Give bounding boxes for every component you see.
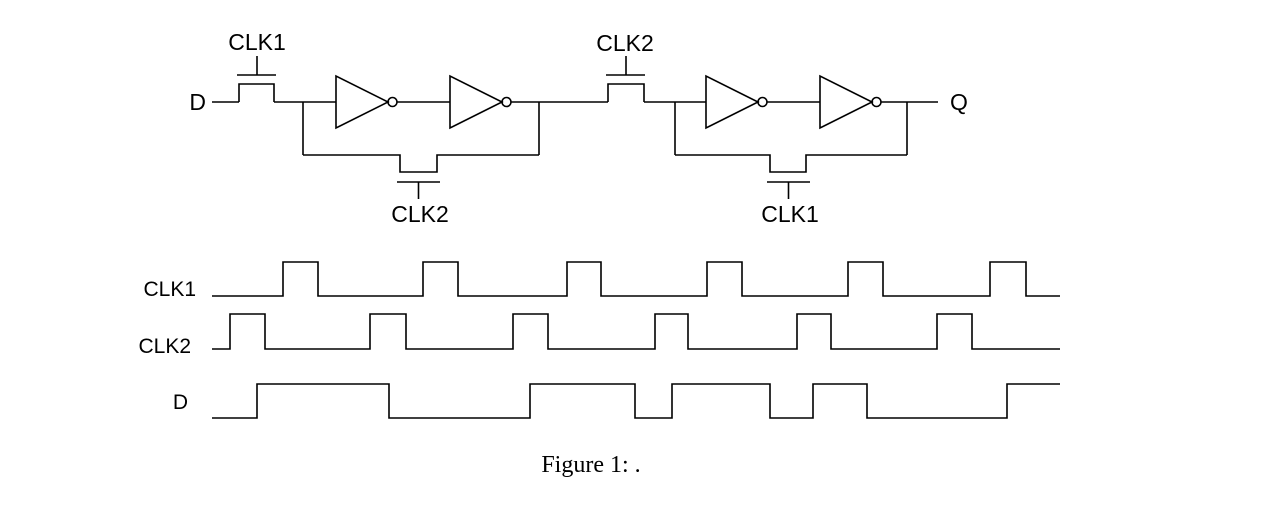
- figure-caption: Figure 1: .: [541, 452, 641, 478]
- pass-transistor-1: [237, 56, 276, 102]
- inverter-triangle: [335, 74, 390, 130]
- waveform-label-clk1: CLK1: [143, 278, 196, 301]
- waveform-d: [212, 383, 1060, 419]
- inverter-1: [335, 74, 398, 130]
- waveform-clk1: [212, 261, 1060, 297]
- feedback-gate-1-label: CLK2: [391, 201, 449, 227]
- inverter-triangle: [819, 74, 874, 130]
- waveform-label-clk2: CLK2: [138, 335, 191, 358]
- waveform-label-d: D: [173, 391, 188, 414]
- d-input-label: D: [189, 89, 206, 115]
- pass-transistor-2: [606, 56, 645, 102]
- feedback-transistor-2: [675, 154, 907, 199]
- inverter-3: [705, 74, 768, 130]
- timing-diagram: [212, 261, 1060, 419]
- inverter-4: [819, 74, 882, 130]
- channel: [238, 83, 275, 102]
- feedback-transistor-1: [303, 154, 539, 199]
- pass-gate-1-label: CLK1: [228, 29, 286, 55]
- stage1: [212, 56, 608, 199]
- inverter-2: [449, 74, 512, 130]
- stage2: [606, 56, 938, 199]
- feedback-gate-2-label: CLK1: [761, 201, 819, 227]
- feedback-wire: [675, 154, 907, 173]
- pass-gate-2-label: CLK2: [596, 30, 654, 56]
- feedback-wire: [303, 154, 539, 173]
- channel: [607, 83, 645, 102]
- inverter-triangle: [449, 74, 504, 130]
- inverter-triangle: [705, 74, 760, 130]
- waveform-clk2: [212, 313, 1060, 350]
- q-output-label: Q: [950, 89, 968, 115]
- circuit-diagram: [212, 56, 938, 199]
